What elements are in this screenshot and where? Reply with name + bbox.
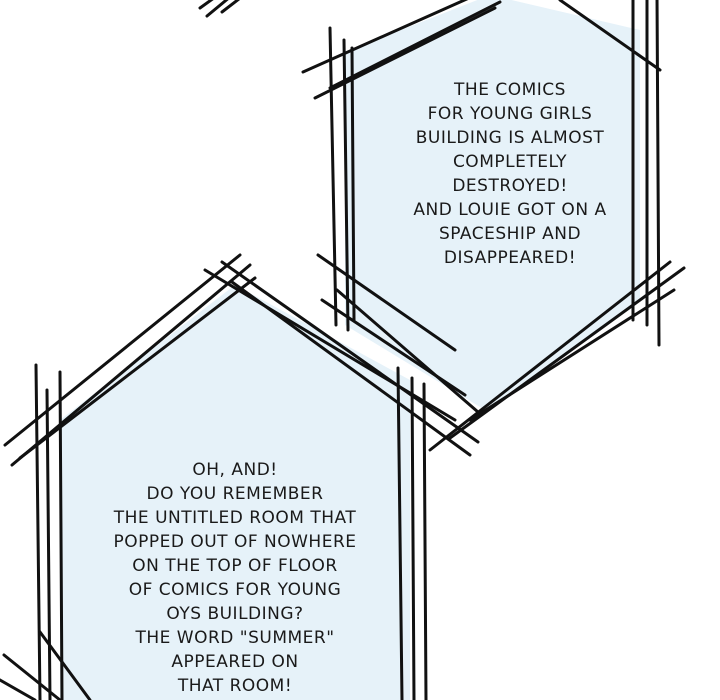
caption-line: POPPED OUT OF NOWHERE — [113, 532, 357, 552]
caption-line: DO YOU REMEMBER — [146, 484, 324, 504]
caption-line: OH, AND! — [192, 460, 278, 480]
caption-line: OYS BUILDING? — [166, 604, 304, 624]
caption-line: COMPLETELY — [452, 152, 568, 172]
cropped-box-corner — [198, 0, 241, 18]
caption-line: THE COMICS — [454, 80, 566, 100]
caption-line: DESTROYED! — [452, 176, 568, 196]
caption-line: THE UNTITLED ROOM THAT — [113, 508, 357, 528]
caption-line: OF COMICS FOR YOUNG — [128, 580, 342, 600]
caption-text-top: THE COMICS FOR YOUNG GIRLS BUILDING IS A… — [360, 78, 660, 270]
caption-box-top — [301, 0, 686, 452]
caption-line: THE WORD "SUMMER" — [135, 628, 335, 648]
caption-line: ON THE TOP OF FLOOR — [132, 556, 338, 576]
caption-line: APPEARED ON — [171, 652, 299, 672]
caption-line: THAT ROOM! — [177, 676, 293, 696]
caption-text-bottom: OH, AND! DO YOU REMEMBER THE UNTITLED RO… — [85, 458, 385, 698]
caption-line: SPACESHIP AND — [438, 224, 582, 244]
caption-line: AND LOUIE GOT ON A — [413, 200, 607, 220]
caption-line: BUILDING IS ALMOST — [415, 128, 605, 148]
caption-line: FOR YOUNG GIRLS — [427, 104, 593, 124]
caption-line: DISAPPEARED! — [443, 248, 577, 268]
caption-box-bottom — [0, 253, 480, 700]
